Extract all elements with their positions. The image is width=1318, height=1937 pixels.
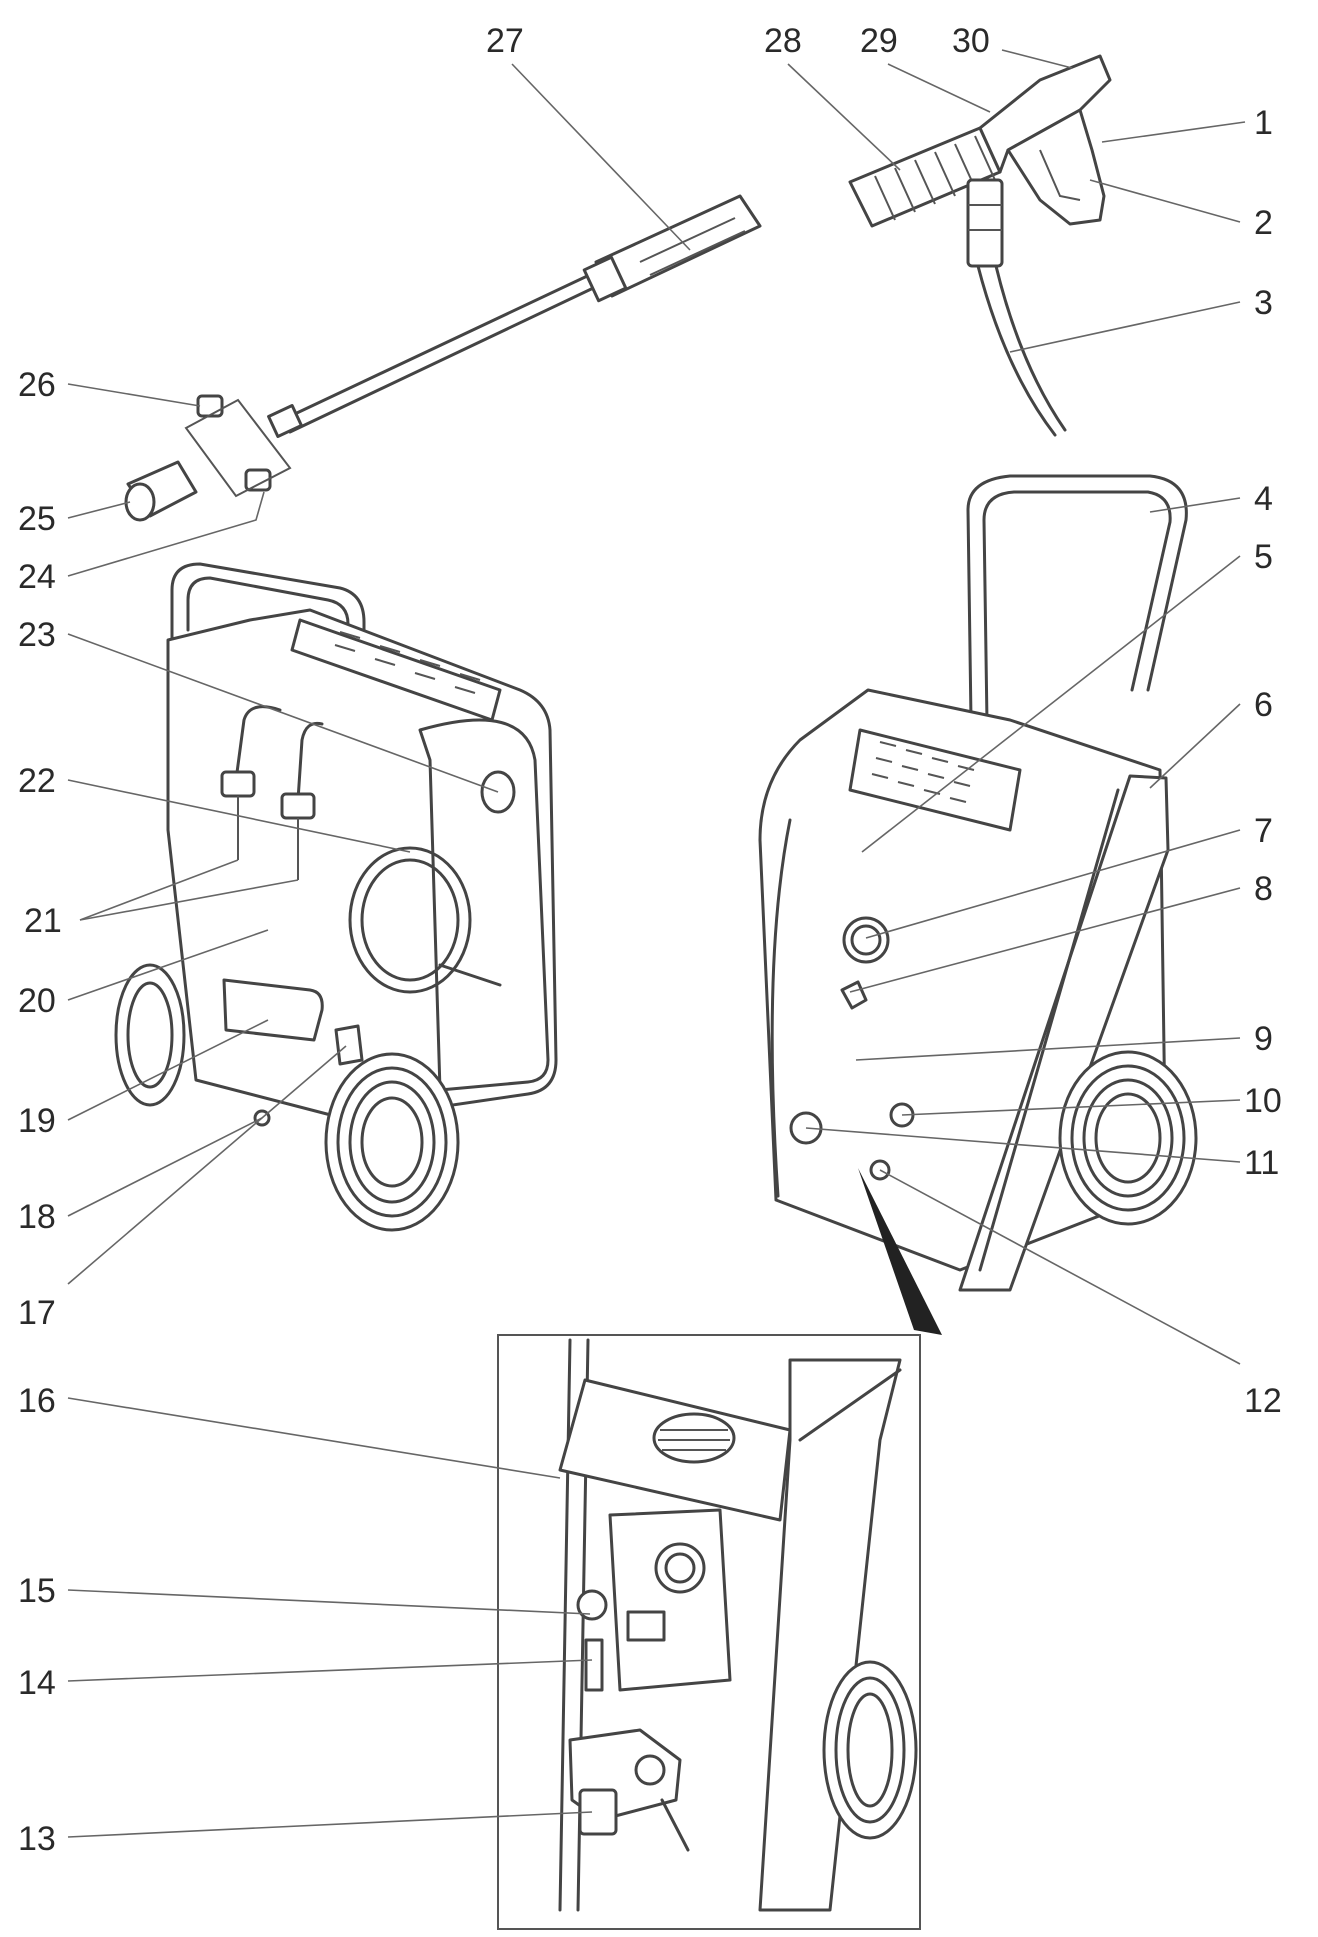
leader-4: [1149, 497, 1241, 513]
callout-24: 24: [18, 558, 56, 596]
leader-8: [849, 887, 1241, 993]
leader-20: [67, 929, 269, 1001]
callout-29: 29: [860, 22, 898, 60]
callout-12: 12: [1244, 1382, 1282, 1420]
leader-12: [879, 1169, 1241, 1365]
leader-5: [861, 555, 1241, 853]
leader-2: [1089, 179, 1241, 223]
leader-15: [67, 1589, 591, 1615]
callout-3: 3: [1254, 284, 1273, 322]
callout-26: 26: [18, 366, 56, 404]
leader-26: [67, 383, 201, 407]
callout-9: 9: [1254, 1020, 1273, 1058]
callout-19: 19: [18, 1102, 56, 1140]
callout-17: 17: [18, 1294, 56, 1332]
leader-21b: [79, 879, 299, 921]
leader-14: [67, 1659, 593, 1682]
leader-7: [865, 829, 1241, 939]
callout-22: 22: [18, 762, 56, 800]
leader-30: [1001, 49, 1073, 69]
leader-21a: [79, 859, 239, 921]
callout-numbers: 1 2 3 4 5 6 7 8 9 10 11 12 13 14 15 16 1…: [18, 22, 1282, 1858]
machine-front-view: [758, 474, 1198, 1335]
leader-28: [787, 63, 901, 171]
leader-29: [887, 63, 991, 113]
leader-9: [855, 1037, 1241, 1061]
callout-1: 1: [1254, 104, 1273, 142]
callout-14: 14: [18, 1664, 56, 1702]
callout-15: 15: [18, 1572, 56, 1610]
callout-13: 13: [18, 1820, 56, 1858]
leader-11: [805, 1127, 1241, 1163]
spray-gun-assembly: [267, 54, 1112, 438]
leader-22: [67, 779, 411, 853]
callout-10: 10: [1244, 1082, 1282, 1120]
leader-23: [67, 633, 499, 793]
callout-21: 21: [24, 902, 62, 940]
callout-16: 16: [18, 1382, 56, 1420]
machine-rear-view: [114, 562, 558, 1232]
callout-27: 27: [486, 22, 524, 60]
callout-25: 25: [18, 500, 56, 538]
callout-23: 23: [18, 616, 56, 654]
leader-6: [1149, 703, 1241, 789]
leader-1: [1101, 121, 1246, 143]
front-vent-louvres: [848, 728, 1022, 832]
leader-lines: [67, 49, 1246, 1838]
leader-13: [67, 1811, 593, 1838]
callout-28: 28: [764, 22, 802, 60]
callout-8: 8: [1254, 870, 1273, 908]
callout-4: 4: [1254, 480, 1273, 518]
leader-27: [511, 63, 691, 251]
callout-7: 7: [1254, 812, 1273, 850]
leader-16: [67, 1397, 561, 1479]
callout-2: 2: [1254, 204, 1273, 242]
callout-5: 5: [1254, 538, 1273, 576]
leader-19: [67, 1019, 269, 1121]
leader-3: [1009, 301, 1241, 353]
leader-18: [67, 1117, 263, 1217]
leader-24: [67, 491, 265, 577]
leader-17: [67, 1045, 347, 1285]
nozzle-set: [124, 394, 292, 522]
callout-30: 30: [952, 22, 990, 60]
callout-11: 11: [1244, 1144, 1279, 1182]
callout-18: 18: [18, 1198, 56, 1236]
callout-20: 20: [18, 982, 56, 1020]
leader-25: [67, 501, 131, 519]
callout-6: 6: [1254, 686, 1273, 724]
rear-vent-louvres: [290, 618, 502, 722]
detail-inset: [497, 1334, 921, 1930]
leader-10: [901, 1099, 1241, 1116]
